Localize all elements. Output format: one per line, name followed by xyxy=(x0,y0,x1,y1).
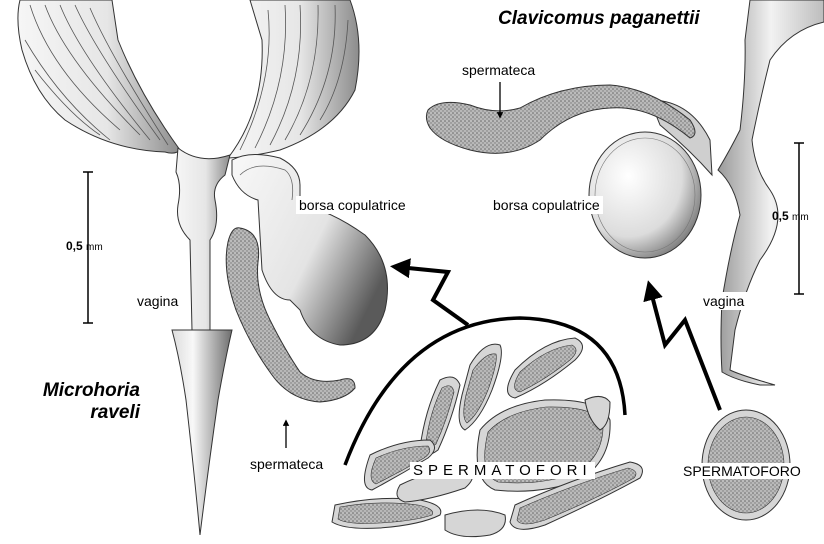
species-left-line2: raveli xyxy=(38,402,140,424)
spermatophores xyxy=(332,338,642,537)
label-vagina-left: vagina xyxy=(134,292,181,310)
scale-bar-left-label: 0,5 mm xyxy=(66,239,103,255)
central-stalk xyxy=(176,148,230,330)
label-spermateca-left: spermateca xyxy=(250,456,323,472)
species-left-line1: Microhoria xyxy=(38,380,140,402)
duct-right xyxy=(718,0,824,385)
bursa-sphere xyxy=(589,132,701,258)
label-borsa-right: borsa copulatrice xyxy=(490,196,603,214)
microhoria-structure xyxy=(18,0,388,535)
species-right-name: Clavicomus paganettii xyxy=(498,8,700,30)
label-spermateca-right: spermateca xyxy=(462,62,535,78)
scale-bar-left-value: 0,5 xyxy=(66,239,83,253)
left-lobe xyxy=(18,0,180,153)
scale-bar-right-value: 0,5 xyxy=(772,209,789,223)
label-borsa-left: borsa copulatrice xyxy=(296,196,409,214)
arrow-to-bursa-left xyxy=(398,267,468,325)
clavicomus-structure xyxy=(426,0,824,385)
label-spermatofori: SPERMATOFORI xyxy=(410,462,595,479)
vagina-cone xyxy=(172,330,232,535)
label-vagina-right: vagina xyxy=(700,292,747,310)
scale-bar-right-unit: mm xyxy=(792,212,809,223)
scale-bar-right-label: 0,5 mm xyxy=(772,209,809,225)
scale-bar-left-unit: mm xyxy=(86,242,103,253)
label-spermatoforo: SPERMATOFORO xyxy=(682,463,802,479)
species-left-name: Microhoria raveli xyxy=(38,380,140,424)
